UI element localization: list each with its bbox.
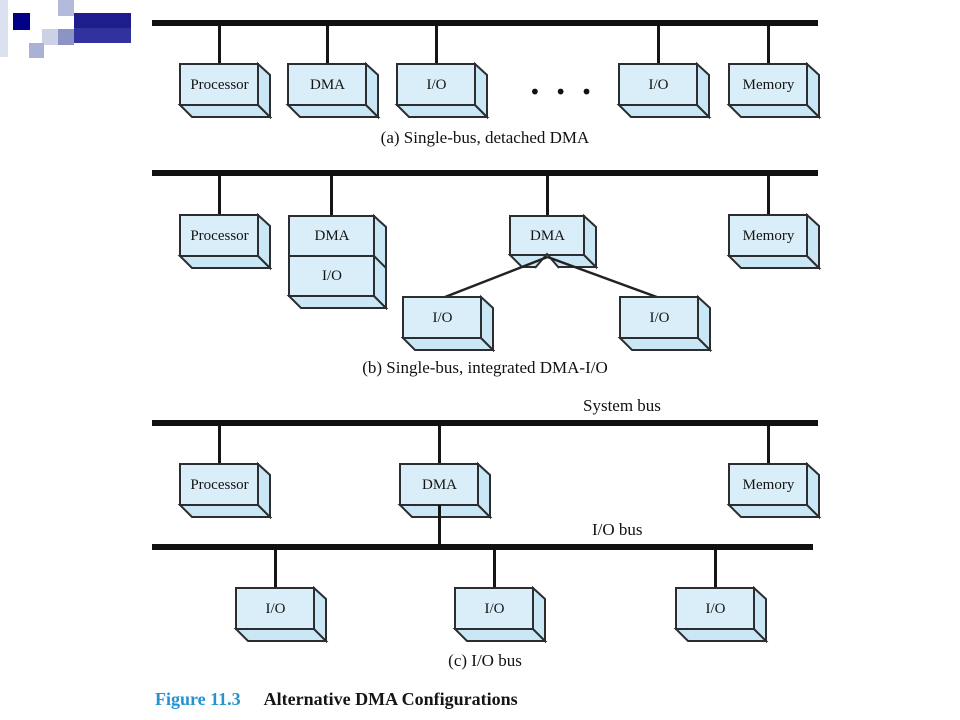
- connector-line: [493, 550, 496, 588]
- connector-line: [767, 176, 770, 215]
- connector-line: [438, 505, 441, 545]
- box-label: I/O: [648, 76, 669, 93]
- box-label: DMA: [421, 476, 457, 493]
- box-label: I/O: [484, 600, 505, 617]
- box-label: Processor: [190, 76, 249, 93]
- box-io-c3: I/O: [673, 585, 769, 644]
- connector-line: [767, 26, 770, 64]
- box-dma-a: DMA: [285, 61, 381, 120]
- connector-line: [435, 26, 438, 64]
- figure-title: Alternative DMA Configurations: [263, 689, 518, 709]
- system-bus-line: [152, 420, 818, 426]
- box-io-c2: I/O: [452, 585, 548, 644]
- decoration-square: [29, 43, 44, 58]
- connector-line: [767, 426, 770, 464]
- box-label: Processor: [190, 227, 249, 244]
- box-processor-a: Processor: [177, 61, 273, 120]
- caption-b: (b) Single-bus, integrated DMA-I/O: [362, 358, 608, 377]
- box-dma-c: DMA: [397, 461, 493, 520]
- box-label: DMA: [314, 227, 350, 244]
- box-label: I/O: [426, 76, 447, 93]
- bus-line-b: [152, 170, 818, 176]
- connector-line: [218, 426, 221, 464]
- connector-line: [218, 26, 221, 64]
- ellipsis-icon: •••: [529, 80, 607, 104]
- box-io-a1: I/O: [394, 61, 490, 120]
- box-processor-c: Processor: [177, 461, 273, 520]
- decoration-square: [13, 13, 30, 30]
- box-label: Processor: [190, 476, 249, 493]
- connector-line: [326, 26, 329, 64]
- system-bus-label: System bus: [583, 396, 661, 415]
- decoration-square: [58, 0, 74, 16]
- figure-caption: Figure 11.3 Alternative DMA Configuratio…: [155, 689, 518, 710]
- box-label: Memory: [742, 476, 795, 493]
- box-label: I/O: [432, 309, 453, 326]
- connector-line: [657, 26, 660, 64]
- decoration-bar: [74, 28, 131, 43]
- box-label: I/O: [265, 600, 286, 617]
- caption-c: (c) I/O bus: [448, 651, 522, 670]
- box-io-b1: I/O: [400, 294, 496, 353]
- figure-number: Figure 11.3: [155, 689, 241, 709]
- connector-line: [714, 550, 717, 588]
- box-label: DMA: [529, 227, 565, 244]
- box-memory-c: Memory: [726, 461, 822, 520]
- connector-line: [218, 176, 221, 215]
- connector-line: [274, 550, 277, 588]
- box-io-b2: I/O: [617, 294, 713, 353]
- box-io-c1: I/O: [233, 585, 329, 644]
- box-memory-b: Memory: [726, 212, 822, 271]
- box-label: DMA: [309, 76, 345, 93]
- decoration-strip: [0, 0, 8, 57]
- box-label: I/O: [322, 268, 342, 285]
- connector-line: [438, 426, 441, 464]
- decoration-square: [58, 29, 74, 45]
- box-dma-io-stack-b: DMA I/O: [286, 213, 389, 311]
- box-dma-center-b: DMA: [507, 213, 599, 270]
- dma-io-branch-lines: [442, 255, 660, 300]
- box-label: Memory: [742, 227, 795, 244]
- io-bus-label: I/O bus: [592, 520, 643, 539]
- decoration-bar: [74, 13, 131, 28]
- box-label: I/O: [649, 309, 670, 326]
- box-label: Memory: [742, 76, 795, 93]
- box-processor-b: Processor: [177, 212, 273, 271]
- box-label: I/O: [705, 600, 726, 617]
- decoration-square: [42, 29, 58, 45]
- connector-line: [330, 176, 333, 216]
- box-io-a2: I/O: [616, 61, 712, 120]
- connector-line: [546, 176, 549, 216]
- box-memory-a: Memory: [726, 61, 822, 120]
- caption-a: (a) Single-bus, detached DMA: [380, 128, 590, 147]
- io-bus-line: [152, 544, 813, 550]
- bus-line-a: [152, 20, 818, 26]
